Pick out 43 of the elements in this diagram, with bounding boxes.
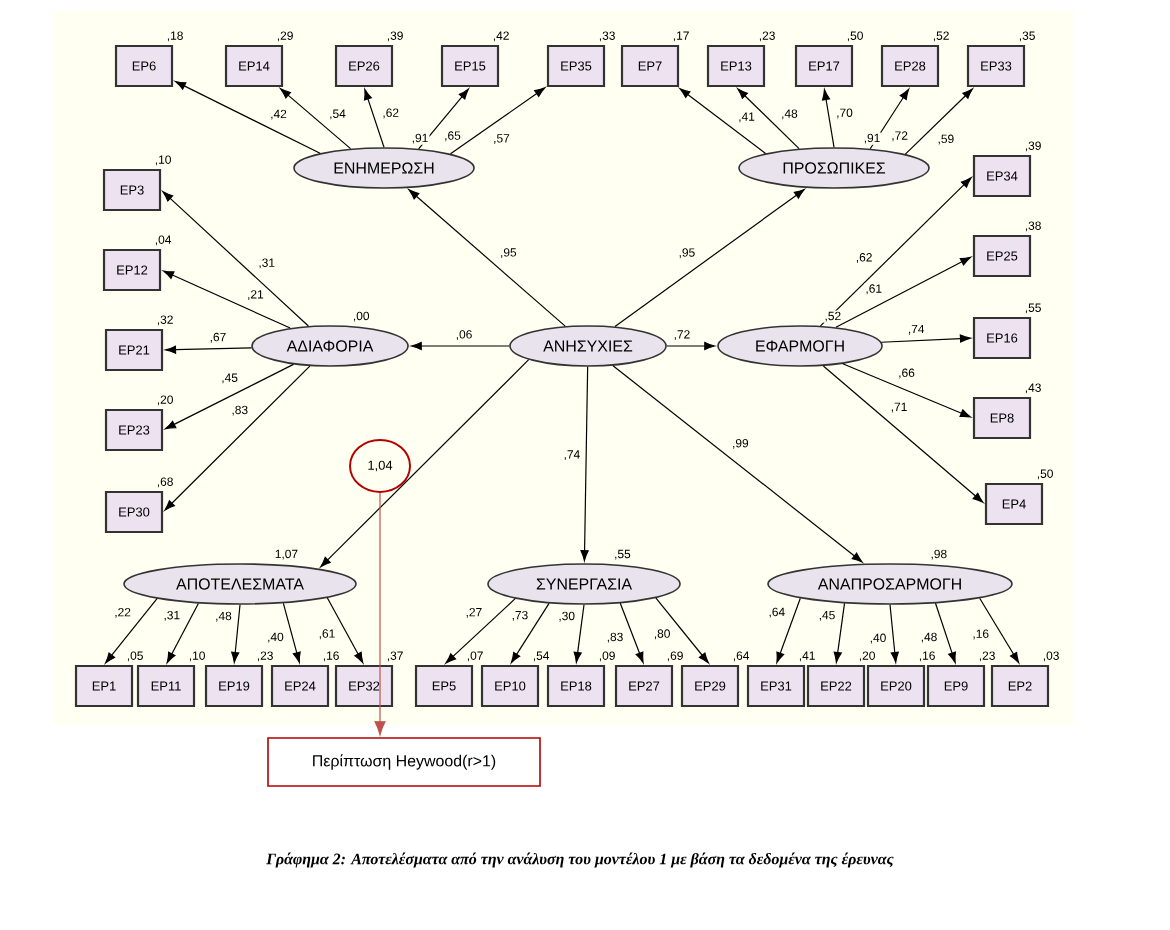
arrow (162, 191, 309, 327)
arrow (934, 602, 956, 663)
arrow (614, 188, 805, 328)
arrow (904, 88, 973, 155)
arrow (320, 359, 530, 568)
arrow (280, 88, 352, 150)
arrow (666, 341, 716, 351)
arrow (835, 256, 972, 328)
arrow (364, 89, 385, 148)
arrow (410, 341, 510, 351)
arrow (510, 602, 550, 664)
arrow (776, 597, 801, 663)
arrow (655, 597, 709, 664)
arrow (231, 604, 241, 663)
arrow (165, 345, 253, 354)
arrow (166, 602, 199, 664)
arrow (445, 598, 516, 664)
arrow (880, 334, 971, 343)
arrow (164, 363, 295, 430)
arrow (162, 270, 291, 329)
arrow (326, 597, 364, 664)
arrow (679, 88, 767, 155)
arrow (164, 365, 311, 511)
arrow (889, 604, 899, 663)
arrow (842, 363, 972, 418)
arrow (619, 602, 644, 663)
arrow (573, 604, 585, 663)
arrow (449, 87, 546, 155)
arrow (819, 177, 972, 327)
arrow (979, 597, 1020, 664)
arrow (822, 365, 984, 503)
arrow (282, 602, 301, 663)
arrow (833, 602, 846, 663)
leader-line (374, 492, 386, 736)
arrow (408, 189, 566, 327)
arrow (737, 88, 800, 150)
arrow (418, 88, 469, 150)
arrow (174, 80, 321, 154)
arrow (105, 598, 158, 664)
arrow (822, 89, 835, 148)
arrow (580, 366, 589, 562)
arrow (612, 365, 863, 563)
arrow (869, 88, 910, 150)
